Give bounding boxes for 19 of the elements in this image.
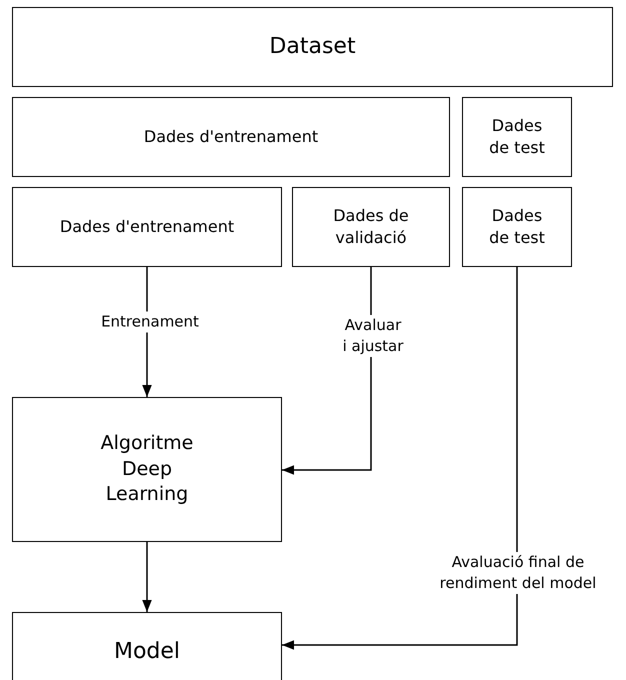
box-label: Dades d'entrenament bbox=[60, 216, 234, 238]
box-label: Dades de validació bbox=[332, 205, 410, 249]
box-label: Dades de test bbox=[488, 205, 546, 249]
arrow bbox=[282, 267, 518, 650]
process-box bbox=[12, 612, 282, 680]
process-box bbox=[462, 97, 572, 177]
process-box bbox=[292, 187, 450, 267]
process-box bbox=[462, 187, 572, 267]
box-label: Dades de test bbox=[488, 115, 546, 159]
box-label: Model bbox=[114, 638, 180, 666]
edge-label: Avaluar i ajustar bbox=[341, 315, 405, 357]
process-box bbox=[12, 97, 450, 177]
process-box bbox=[12, 187, 282, 267]
process-box bbox=[12, 7, 613, 87]
process-box bbox=[12, 397, 282, 542]
box-label: Dataset bbox=[269, 33, 356, 62]
box-label: Dades d'entrenament bbox=[144, 126, 318, 148]
box-label: Algoritme Deep Learning bbox=[100, 431, 194, 508]
arrow bbox=[142, 542, 152, 612]
